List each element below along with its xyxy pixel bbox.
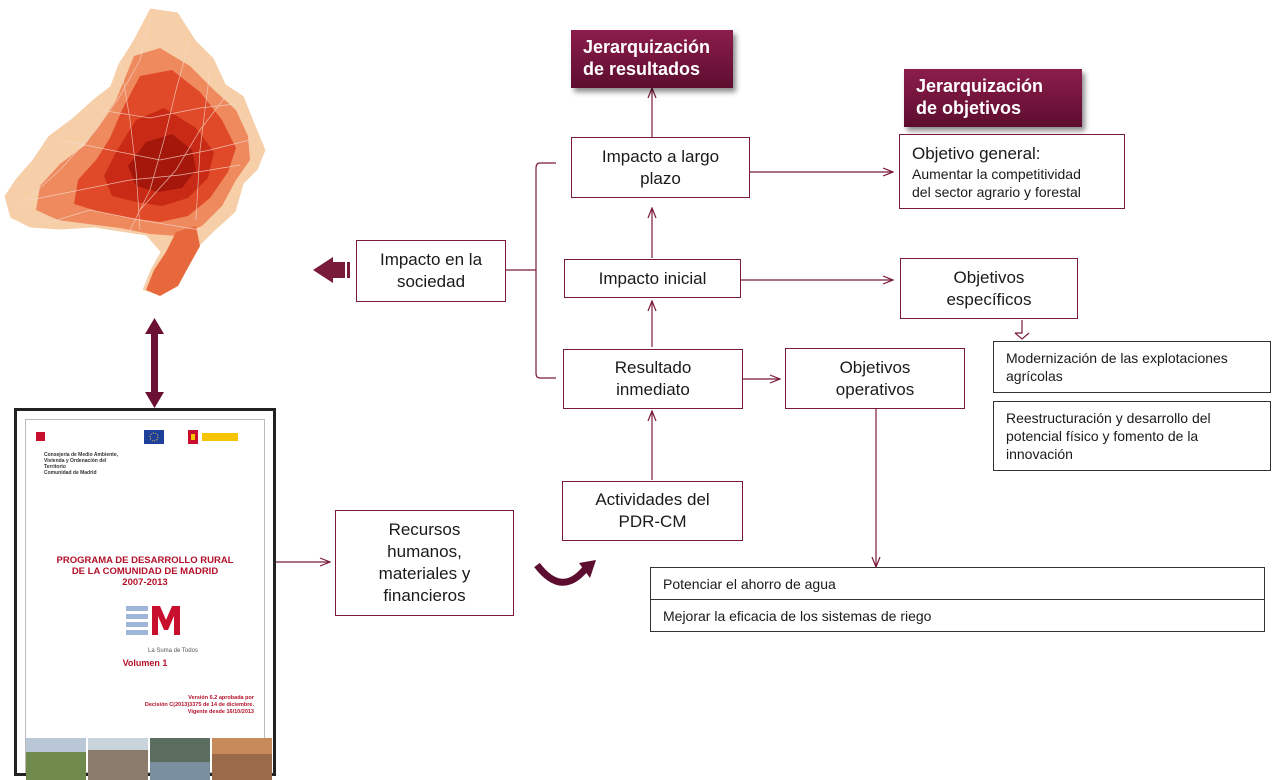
box-line: Resultado	[614, 358, 692, 377]
madrid-map	[3, 7, 267, 297]
document-version: Versión 6.2 aprobada por Decisión C(2013…	[145, 695, 254, 716]
box-line: innovación	[1006, 446, 1073, 462]
box-line: humanos,	[387, 542, 462, 561]
version-line: Vigente desde 16/10/2013	[187, 709, 254, 715]
logos-row	[36, 430, 238, 444]
box-line: Reestructuración y desarrollo del	[1006, 410, 1211, 426]
org-line: Comunidad de Madrid	[44, 470, 97, 476]
box-line: financieros	[383, 586, 466, 605]
box-impacto-inicial: Impacto inicial	[564, 259, 741, 298]
box-line: inmediato	[616, 380, 690, 399]
box-line: Actividades del	[595, 490, 710, 509]
box-line: plazo	[640, 168, 681, 188]
box-line: Objetivos	[953, 267, 1025, 287]
em-tagline: La Suma de Todos	[148, 648, 198, 654]
box-line: potencial físico y fomento de la	[1006, 428, 1199, 444]
box-line: Impacto inicial	[598, 268, 707, 288]
banner-jerarquizacion-resultados: Jerarquización de resultados	[571, 30, 733, 88]
box-especifico-reestructuracion: Reestructuración y desarrollo del potenc…	[993, 401, 1271, 471]
version-line: Versión 6.2 aprobada por	[188, 695, 254, 701]
banner-line: de objetivos	[916, 98, 1022, 118]
eu-flag-icon	[144, 430, 164, 444]
box-resultado-inmediato: Resultado inmediato	[563, 349, 743, 409]
box-line: del sector agrario y forestal	[912, 183, 1081, 200]
document-cover: Consejería de Medio Ambiente, Vivienda y…	[14, 408, 276, 780]
box-line: Aumentar la competitividad	[912, 165, 1081, 182]
box-line: Mejorar la eficacia de los sistemas de r…	[663, 607, 932, 624]
box-line: específicos	[946, 289, 1032, 309]
box-especifico-modernizacion: Modernización de las explotaciones agríco…	[993, 341, 1271, 393]
box-line: Modernización de las explotaciones	[1006, 350, 1228, 366]
em-logo-icon	[126, 606, 180, 635]
box-line: Recursos	[388, 520, 461, 539]
title-line: 2007-2013	[122, 577, 168, 588]
title-line: PROGRAMA DE DESARROLLO RURAL	[56, 555, 234, 566]
version-line: Decisión C(2013)3375 de 14 de diciembre.	[144, 702, 254, 708]
box-line: PDR-CM	[618, 512, 687, 531]
org-line: Consejería de Medio Ambiente,	[44, 452, 118, 458]
banner-line: Jerarquización	[583, 37, 711, 57]
box-line: materiales y	[378, 564, 471, 583]
document-title: PROGRAMA DE DESARROLLO RURAL DE LA COMUN…	[26, 555, 264, 588]
box-operativo-eficacia-riego: Mejorar la eficacia de los sistemas de r…	[650, 599, 1265, 632]
box-recursos: Recursos humanos, materiales y financier…	[335, 510, 514, 616]
box-impacto-sociedad: Impacto en la sociedad	[356, 240, 506, 302]
title-line: DE LA COMUNIDAD DE MADRID	[71, 566, 219, 577]
document-org: Consejería de Medio Ambiente, Vivienda y…	[44, 452, 118, 476]
box-line: sociedad	[396, 272, 466, 291]
box-operativo-ahorro-agua: Potenciar el ahorro de agua	[650, 567, 1265, 600]
document-page: Consejería de Medio Ambiente, Vivienda y…	[25, 419, 272, 780]
box-title: Objetivo general:	[912, 143, 1041, 163]
madrid-flag-icon	[36, 432, 45, 441]
box-line: operativos	[835, 379, 915, 399]
document-volume: Volumen 1	[122, 658, 168, 668]
box-line: Potenciar el ahorro de agua	[663, 575, 836, 592]
org-line: Vivienda y Ordenación del	[44, 458, 107, 464]
banner-line: Jerarquización	[916, 76, 1044, 96]
box-objetivo-general: Objetivo general: Aumentar la competitiv…	[899, 134, 1125, 209]
box-line: agrícolas	[1006, 368, 1063, 384]
banner-line: de resultados	[583, 59, 701, 79]
photo-strip	[26, 738, 272, 780]
banner-jerarquizacion-objetivos: Jerarquización de objetivos	[904, 69, 1082, 127]
box-line: Impacto a largo	[601, 146, 720, 166]
box-line: Objetivos	[839, 357, 911, 377]
box-line: Impacto en la	[379, 250, 483, 269]
org-line: Territorio	[44, 464, 66, 470]
ministry-logo-icon	[202, 433, 238, 441]
